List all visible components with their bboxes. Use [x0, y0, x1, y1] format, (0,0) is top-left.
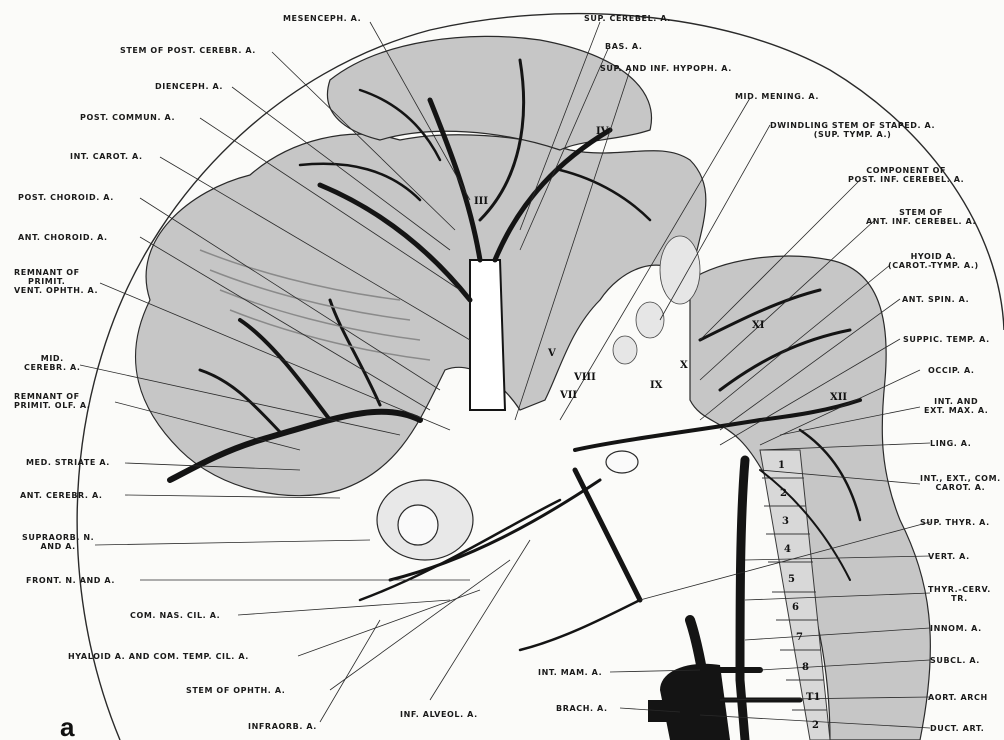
label-subcl-a: SUBCL. A.: [930, 656, 980, 665]
label-remnant-primit-olf-a: REMNANT OF PRIMIT. OLF. A.: [14, 392, 90, 410]
numeral-viii: VIII: [574, 372, 596, 383]
label-int-ext-max-a: INT. AND EXT. MAX. A.: [924, 397, 988, 415]
label-ant-choroid-a: ANT. CHOROID. A.: [18, 233, 108, 242]
label-innom-a: INNOM. A.: [930, 624, 982, 633]
label-sup-cerebel-a: SUP. CEREBEL. A.: [584, 14, 671, 23]
numeral-ix: IX: [650, 380, 662, 391]
label-post-commun-a: POST. COMMUN. A.: [80, 113, 175, 122]
label-stem-post-cerebr-a: STEM OF POST. CEREBR. A.: [120, 46, 256, 55]
label-dienceph-a: DIENCEPH. A.: [155, 82, 223, 91]
duct-art-vessel: [648, 700, 703, 722]
somite-7: 7: [796, 632, 803, 643]
label-bas-a: BAS. A.: [605, 42, 642, 51]
numeral-x: X: [680, 360, 688, 371]
label-aort-arch: AORT. ARCH: [928, 693, 988, 702]
label-suppic-temp-a: SUPPIC. TEMP. A.: [903, 335, 990, 344]
label-infraorb-a: INFRAORB. A.: [248, 722, 317, 731]
label-med-striate-a: MED. STRIATE A.: [26, 458, 110, 467]
numeral-iv: IV: [596, 126, 608, 137]
figure-letter: a: [60, 712, 74, 740]
label-sup-inf-hypoph-a: SUP. AND INF. HYPOPH. A.: [600, 64, 732, 73]
label-com-nas-cil-a: COM. NAS. CIL. A.: [130, 611, 220, 620]
label-remnant-primit-vent-ophth-a: REMNANT OF PRIMIT. VENT. OPHTH. A.: [14, 268, 98, 295]
label-int-carot-a: INT. CAROT. A.: [70, 152, 143, 161]
label-stem-ophth-a: STEM OF OPHTH. A.: [186, 686, 285, 695]
somite-5: 5: [788, 574, 795, 585]
label-vert-a: VERT. A.: [928, 552, 970, 561]
somite-t2: 2: [812, 720, 819, 731]
label-mid-mening-a: MID. MENING. A.: [735, 92, 819, 101]
numeral-iii: III: [474, 196, 488, 207]
label-dwindling-stem-staped-a: DWINDLING STEM OF STAPED. A. (SUP. TYMP.…: [770, 121, 935, 139]
label-stem-ant-inf-cerebel-a: STEM OF ANT. INF. CEREBEL. A.: [866, 208, 976, 226]
label-occip-a: OCCIP. A.: [928, 366, 975, 375]
numeral-v: V: [548, 348, 556, 359]
label-mid-cerebr-a: MID. CEREBR. A.: [24, 354, 81, 372]
label-thyr-cerv-tr: THYR.-CERV. TR.: [928, 585, 991, 603]
numeral-xii: XII: [830, 392, 847, 403]
label-hyoid-a: HYOID A. (CAROT.-TYMP. A.): [888, 252, 979, 270]
otic-vesicle: [606, 451, 638, 473]
label-duct-art: DUCT. ART.: [930, 724, 984, 733]
label-ant-cerebr-a: ANT. CEREBR. A.: [20, 491, 103, 500]
label-component-post-inf-cerebel-a: COMPONENT OF POST. INF. CEREBEL. A.: [848, 166, 964, 184]
somite-6: 6: [792, 602, 799, 613]
somite-3: 3: [782, 516, 789, 527]
somite-1: 1: [778, 460, 785, 471]
label-ling-a: LING. A.: [930, 439, 971, 448]
label-int-ext-com-carot-a: INT., EXT., COM. CAROT. A.: [920, 474, 1001, 492]
numeral-vii: VII: [560, 390, 577, 401]
somite-4: 4: [784, 544, 791, 555]
label-inf-alveol-a: INF. ALVEOL. A.: [400, 710, 478, 719]
somite-2: 2: [780, 488, 787, 499]
basilar-channel: [470, 260, 505, 410]
label-front-n-and-a: FRONT. N. AND A.: [26, 576, 115, 585]
label-mesenceph-a: MESENCEPH. A.: [283, 14, 361, 23]
label-ant-spin-a: ANT. SPIN. A.: [902, 295, 969, 304]
label-int-mam-a: INT. MAM. A.: [538, 668, 602, 677]
label-supraorb-n-and-a: SUPRAORB. N. AND A.: [22, 533, 94, 551]
somite-8: 8: [802, 662, 809, 673]
label-brach-a: BRACH. A.: [556, 704, 608, 713]
label-hyaloid-a-com-temp-cil-a: HYALOID A. AND COM. TEMP. CIL. A.: [68, 652, 249, 661]
eye: [377, 480, 473, 560]
somite-t1: T1: [806, 692, 820, 703]
label-post-choroid-a: POST. CHOROID. A.: [18, 193, 114, 202]
numeral-xi: XI: [752, 320, 764, 331]
label-sup-thyr-a: SUP. THYR. A.: [920, 518, 990, 527]
